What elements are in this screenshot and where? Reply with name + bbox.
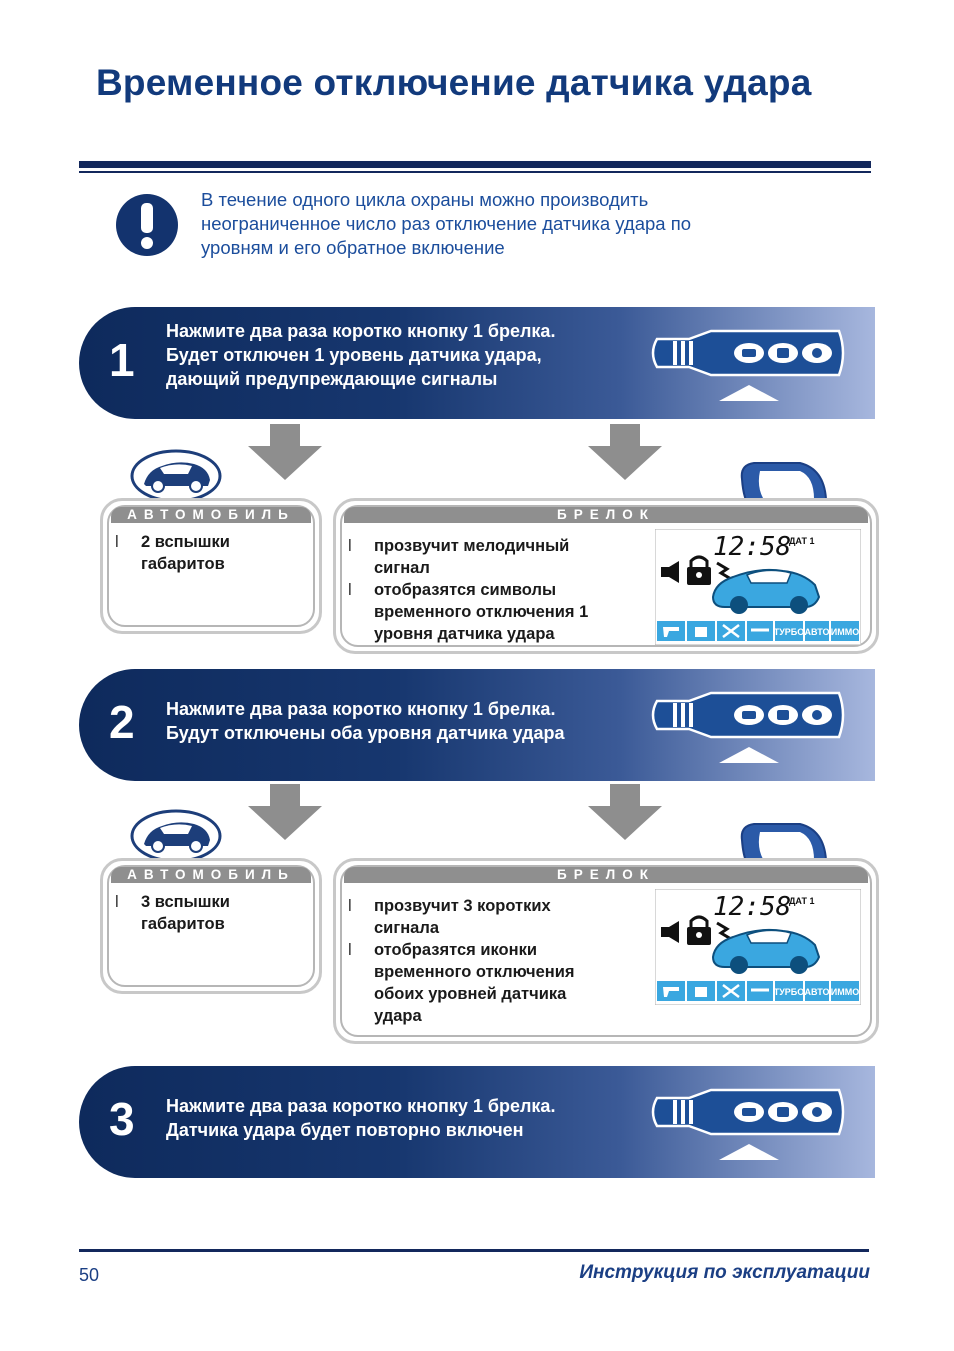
item-line: прозвучит мелодичный [374, 537, 570, 555]
step-text: Нажмите два раза коротко кнопку 1 брелка… [166, 1094, 555, 1142]
lock-icon [687, 555, 711, 585]
step-line: дающий предупреждающие сигналы [166, 369, 498, 389]
lcd-immo-label: ИММО [831, 627, 859, 637]
box-border [107, 505, 315, 627]
item-line: прозвучит 3 коротких [374, 897, 551, 915]
fob-result-list: прозвучит мелодичный сигнал отобразятся … [346, 535, 646, 645]
list-item: отобразятся символы временного отключени… [346, 579, 646, 645]
box-border [107, 865, 315, 987]
fob-header: БРЕЛОК [344, 507, 868, 523]
top-rule-thin [79, 171, 871, 173]
item-line: 2 вспышки [141, 533, 230, 551]
footer-title: Инструкция по эксплуатации [579, 1262, 870, 1283]
lcd-time: 12:58 [713, 892, 791, 922]
lock-icon [687, 915, 711, 945]
step-line: Нажмите два раза коротко кнопку 1 брелка… [166, 1096, 556, 1116]
top-rule [79, 161, 871, 168]
item-line: временного отключения 1 [374, 603, 589, 621]
lcd-turbo-label: ТУРБО [774, 987, 805, 997]
car-result-box: АВТОМОБИЛЬ 2 вспышки габаритов [100, 498, 322, 634]
step-number: 1 [109, 334, 135, 386]
lcd-display: 12:58 ДАТ 1 ТУРБО АВТО ИММО [655, 889, 861, 1005]
car-icon [130, 809, 222, 862]
note-line: неограниченное число раз отключение датч… [201, 213, 692, 234]
lcd-bottom-icons: ТУРБО АВТО ИММО [657, 981, 859, 1001]
step-line: Будут отключены оба уровня датчика удара [166, 723, 565, 743]
step-2-banner: 2 Нажмите два раза коротко кнопку 1 брел… [79, 669, 875, 781]
step-text: Нажмите два раза коротко кнопку 1 брелка… [166, 697, 565, 745]
note-line: уровням и его обратное включение [201, 237, 505, 258]
lcd-car-icon [711, 928, 821, 974]
lcd-turbo-label: ТУРБО [774, 627, 805, 637]
car-header: АВТОМОБИЛЬ [111, 507, 311, 523]
list-item: прозвучит 3 коротких сигнала [346, 895, 646, 939]
car-result-list: 2 вспышки габаритов [113, 531, 313, 575]
car-header: АВТОМОБИЛЬ [111, 867, 311, 883]
item-line: удара [374, 1007, 422, 1025]
lcd-sensor-label: ДАТ 1 [789, 536, 814, 546]
box-border [340, 865, 872, 1037]
item-line: обоих уровней датчика [374, 985, 567, 1003]
lcd-car-icon [711, 568, 821, 614]
step-text: Нажмите два раза коротко кнопку 1 брелка… [166, 319, 555, 391]
horn-icon [661, 561, 679, 583]
item-line: уровня датчика удара [374, 625, 555, 643]
shock-sensor-icon [716, 921, 732, 941]
lcd-display: 12:58 ДАТ 1 ТУРБО АВТО ИММО [655, 529, 861, 645]
down-arrow-icon [248, 424, 322, 480]
shock-sensor-icon [716, 561, 732, 581]
fob-header: БРЕЛОК [344, 867, 868, 883]
item-line: габаритов [141, 555, 225, 573]
keyfob-horizontal-icon [651, 329, 845, 401]
step-number: 3 [109, 1093, 135, 1145]
item-line: 3 вспышки [141, 893, 230, 911]
step-number: 2 [109, 696, 135, 748]
note-line: В течение одного цикла охраны можно прои… [201, 189, 649, 210]
keyfob-horizontal-icon [651, 1088, 845, 1160]
item-line: сигнал [374, 559, 430, 577]
lcd-bottom-icons: ТУРБО АВТО ИММО [657, 621, 859, 641]
list-item: отобразятся иконки временного отключения… [346, 939, 646, 1027]
step-line: Нажмите два раза коротко кнопку 1 брелка… [166, 321, 556, 341]
step-1-banner: 1 Нажмите два раза коротко кнопку 1 брел… [79, 307, 875, 419]
car-icon [130, 449, 222, 502]
footer-rule [79, 1249, 869, 1252]
step-line: Будет отключен 1 уровень датчика удара, [166, 345, 542, 365]
page-title: Временное отключение датчика удара [96, 62, 812, 103]
keyfob-horizontal-icon [651, 691, 845, 763]
list-item: 2 вспышки габаритов [113, 531, 313, 575]
item-line: отобразятся иконки [374, 941, 537, 959]
list-item: прозвучит мелодичный сигнал [346, 535, 646, 579]
down-arrow-icon [248, 784, 322, 840]
lcd-sensor-label: ДАТ 1 [789, 896, 814, 906]
step-line: Датчика удара будет повторно включен [166, 1120, 524, 1140]
fob-result-list: прозвучит 3 коротких сигнала отобразятся… [346, 895, 646, 1027]
item-line: габаритов [141, 915, 225, 933]
horn-icon [661, 921, 679, 943]
exclamation-icon [116, 194, 178, 256]
item-line: сигнала [374, 919, 439, 937]
down-arrow-icon [588, 784, 662, 840]
lcd-immo-label: ИММО [831, 987, 859, 997]
lcd-time: 12:58 [713, 532, 791, 562]
page-number: 50 [79, 1265, 100, 1285]
item-line: отобразятся символы [374, 581, 557, 599]
step-line: Нажмите два раза коротко кнопку 1 брелка… [166, 699, 556, 719]
list-item: 3 вспышки габаритов [113, 891, 313, 935]
lcd-auto-label: АВТО [805, 627, 830, 637]
box-border [340, 505, 872, 647]
car-result-list: 3 вспышки габаритов [113, 891, 313, 935]
down-arrow-icon [588, 424, 662, 480]
info-note: В течение одного цикла охраны можно прои… [201, 188, 841, 260]
step-3-banner: 3 Нажмите два раза коротко кнопку 1 брел… [79, 1066, 875, 1178]
lcd-auto-label: АВТО [805, 987, 830, 997]
item-line: временного отключения [374, 963, 575, 981]
car-result-box: АВТОМОБИЛЬ 3 вспышки габаритов [100, 858, 322, 994]
